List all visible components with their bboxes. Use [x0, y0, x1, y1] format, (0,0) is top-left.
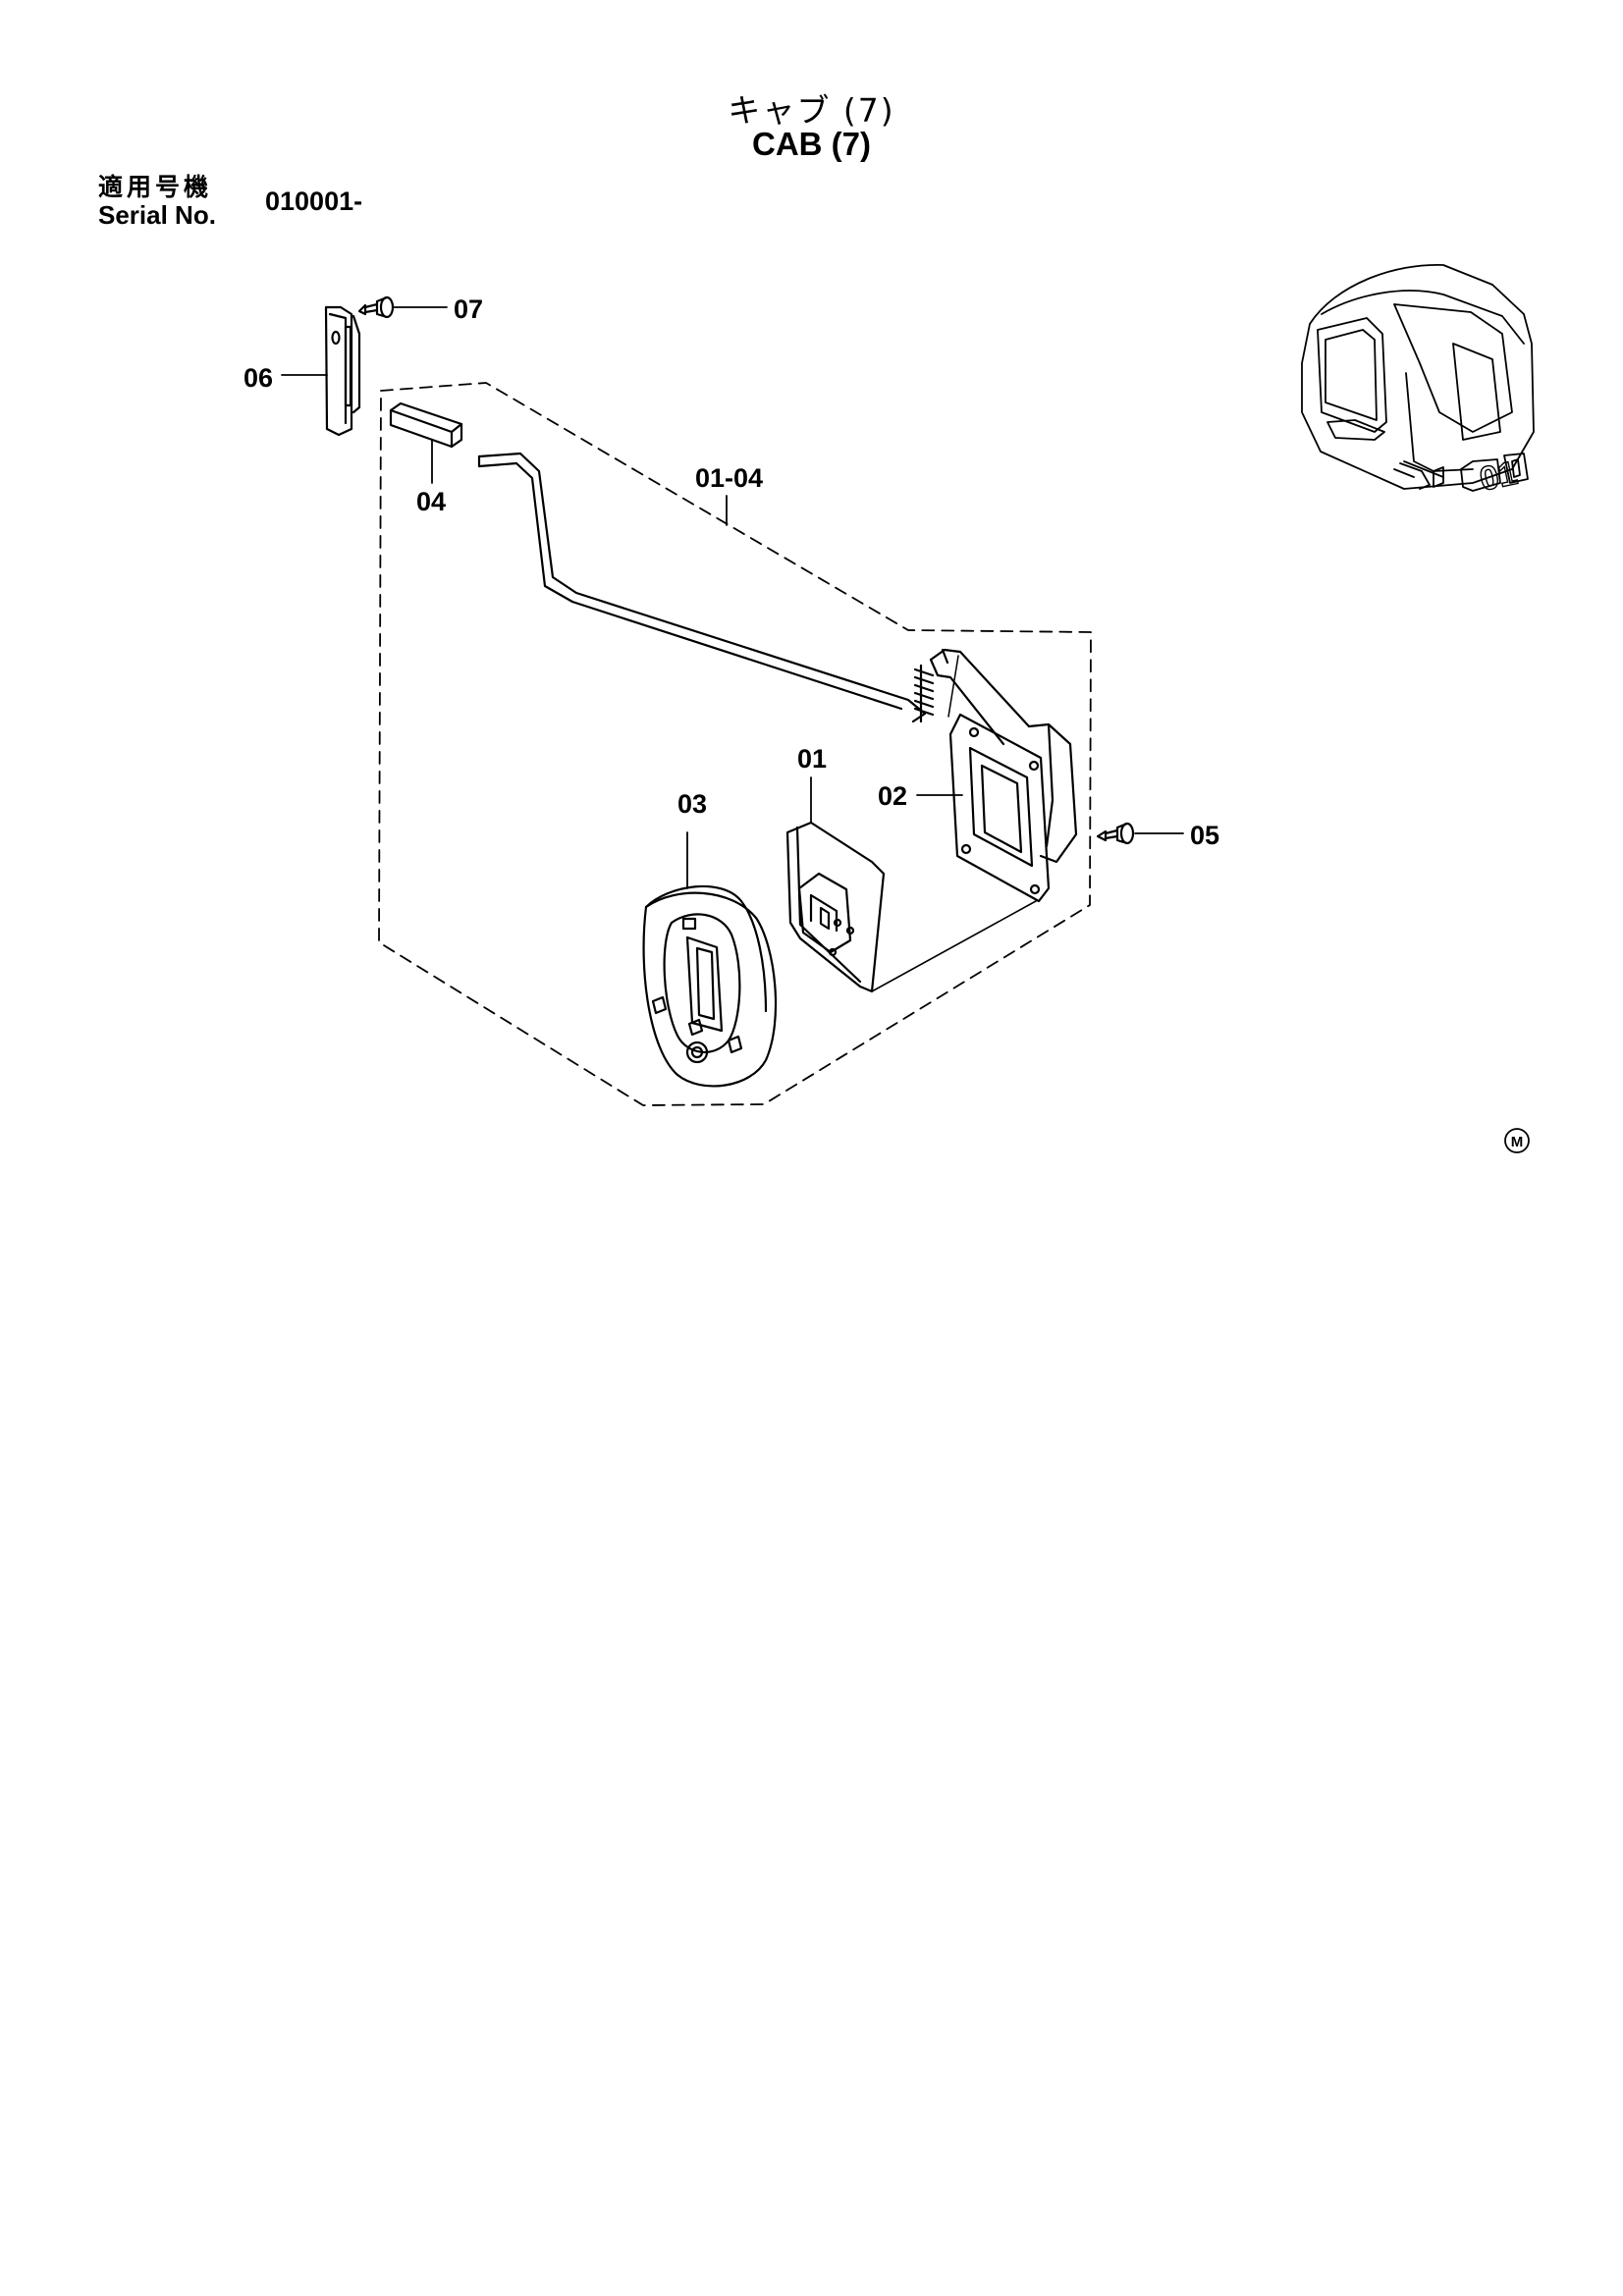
- callout-07: 07: [454, 294, 483, 324]
- part-05-screw: [1096, 822, 1184, 845]
- m-mark-text: M: [1511, 1134, 1524, 1150]
- page-title-jp: キャブ (7): [728, 91, 895, 130]
- part-07-screw: [357, 295, 448, 319]
- part-04-knob: [389, 401, 463, 484]
- callout-01: 01: [797, 744, 827, 774]
- assembly-boundary: [378, 382, 1092, 1106]
- part-rod: [477, 452, 927, 723]
- cab-overview-thumbnail: [1301, 264, 1535, 492]
- cab-number-label: 01: [1477, 454, 1521, 499]
- page-title-en: CAB (7): [752, 126, 871, 162]
- part-06-cover: [324, 305, 361, 437]
- callout-01-04: 01-04: [695, 463, 763, 493]
- serial-label-jp: 適用号機: [98, 173, 213, 201]
- serial-value: 010001-: [265, 187, 363, 216]
- callout-05: 05: [1190, 821, 1219, 850]
- part-02-housing: [913, 648, 1078, 903]
- serial-label: 適用号機 Serial No.: [98, 173, 216, 230]
- callout-03: 03: [677, 789, 707, 819]
- callout-06: 06: [243, 363, 273, 393]
- part-01-lock-plate: [785, 776, 1037, 993]
- m-mark-circle: [1504, 1128, 1530, 1153]
- callout-04: 04: [416, 487, 446, 516]
- serial-label-en: Serial No.: [98, 200, 216, 230]
- callout-02: 02: [878, 781, 907, 811]
- part-03-escutcheon: [642, 831, 778, 1088]
